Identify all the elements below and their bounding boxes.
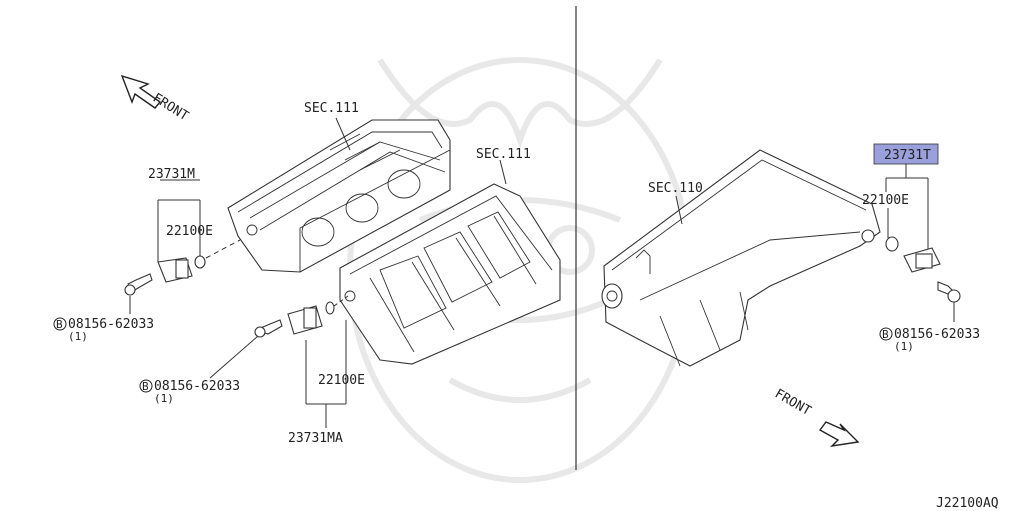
front-label-right: FRONT	[772, 386, 814, 419]
upper-cylinder-head	[227, 119, 451, 273]
bolt-marker-icon-2	[139, 379, 153, 393]
label-bolt-left-top: 08156-62033	[68, 317, 154, 332]
lower-cylinder-head	[339, 183, 561, 365]
label-part-22100E-a: 22100E	[166, 224, 213, 239]
label-bolt-right: 08156-62033	[894, 327, 980, 342]
bolt-prefix-left-top: B	[56, 318, 63, 331]
label-sec111-upper: SEC.111	[304, 101, 359, 116]
cam-sensor-23731MA	[287, 301, 335, 335]
bolt-left-top	[124, 273, 153, 296]
label-bolt-left-top-qty: (1)	[68, 330, 88, 343]
label-bolt-right-qty: (1)	[894, 340, 914, 353]
label-part-23731T[interactable]: 23731T	[884, 148, 931, 163]
crank-sensor-23731T	[885, 236, 941, 273]
bolt-prefix-left-bottom: B	[142, 380, 149, 393]
bolt-prefix-right: B	[882, 328, 889, 341]
label-sec110: SEC.110	[648, 181, 703, 196]
bolt-left-bottom	[254, 319, 283, 338]
bolt-right	[937, 281, 961, 303]
label-part-22100E-c: 22100E	[862, 193, 909, 208]
label-sec111-lower: SEC.111	[476, 147, 531, 162]
label-bolt-left-bottom: 08156-62033	[154, 379, 240, 394]
label-bolt-left-bottom-qty: (1)	[154, 392, 174, 405]
front-arrow-right: FRONT	[772, 386, 860, 448]
front-arrow-left: FRONT	[120, 74, 191, 124]
label-part-23731M: 23731M	[148, 167, 195, 182]
label-part-23731MA: 23731MA	[288, 431, 343, 446]
cam-sensor-23731M	[157, 255, 206, 283]
bolt-marker-icon	[53, 317, 67, 331]
diagram-code: J22100AQ	[936, 496, 999, 511]
bolt-marker-icon-3	[879, 327, 893, 341]
label-part-22100E-b: 22100E	[318, 373, 365, 388]
oil-pan	[601, 149, 881, 367]
